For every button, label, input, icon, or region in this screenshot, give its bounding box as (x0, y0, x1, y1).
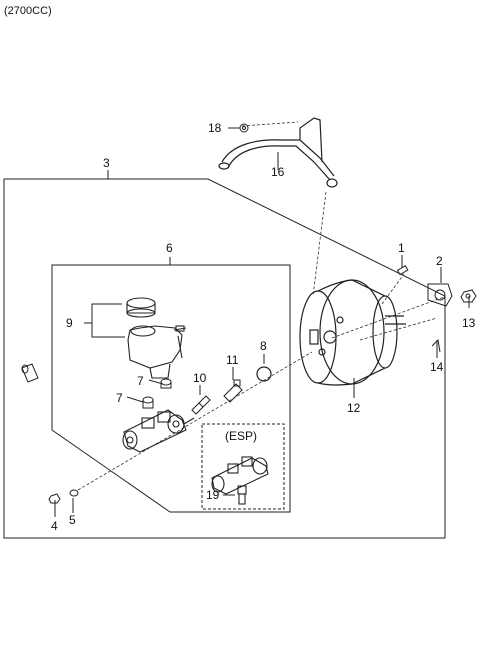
callout-8: 8 (260, 339, 267, 353)
washer-icon (69, 489, 79, 497)
nut-icon (460, 289, 477, 303)
callout-3: 3 (103, 156, 110, 170)
callout-16: 16 (271, 165, 285, 179)
callout-9: 9 (66, 316, 73, 330)
clip-icon (431, 338, 441, 353)
reservoir-icon (126, 297, 187, 379)
callout-2: 2 (436, 254, 443, 268)
fitting-icon (21, 363, 39, 383)
callout-13: 13 (462, 316, 476, 330)
master-cylinder-icon (122, 409, 195, 453)
esp-label: (ESP) (225, 429, 258, 443)
o-ring-icon (256, 366, 272, 382)
grommet-icon (142, 378, 172, 409)
callout-6: 6 (166, 241, 173, 255)
callout-7b: 7 (116, 391, 123, 405)
callout-11: 11 (226, 353, 239, 367)
callout-10: 10 (193, 371, 207, 385)
callout-1: 1 (398, 241, 405, 255)
group-6-outline (51, 264, 291, 513)
callout-7a: 7 (137, 374, 144, 388)
nut-small-icon (48, 493, 61, 504)
callout-4: 4 (51, 519, 58, 533)
master-cylinder-esp-icon (211, 456, 269, 505)
esp-box (201, 423, 285, 510)
callout-5: 5 (69, 513, 76, 527)
switch-icon (223, 379, 243, 403)
callout-18: 18 (208, 121, 222, 135)
callout-12: 12 (347, 401, 361, 415)
brake-booster-icon (299, 279, 406, 386)
clevis-pin-icon (396, 265, 409, 276)
hose-clip-icon (239, 123, 249, 133)
gasket-icon (427, 283, 453, 307)
callout-19: 19 (206, 488, 220, 502)
callout-14: 14 (430, 360, 444, 374)
group-3-outline (3, 178, 446, 539)
sensor-icon (191, 395, 211, 415)
engine-label: (2700CC) (4, 5, 52, 17)
vacuum-hose-icon (218, 117, 338, 188)
